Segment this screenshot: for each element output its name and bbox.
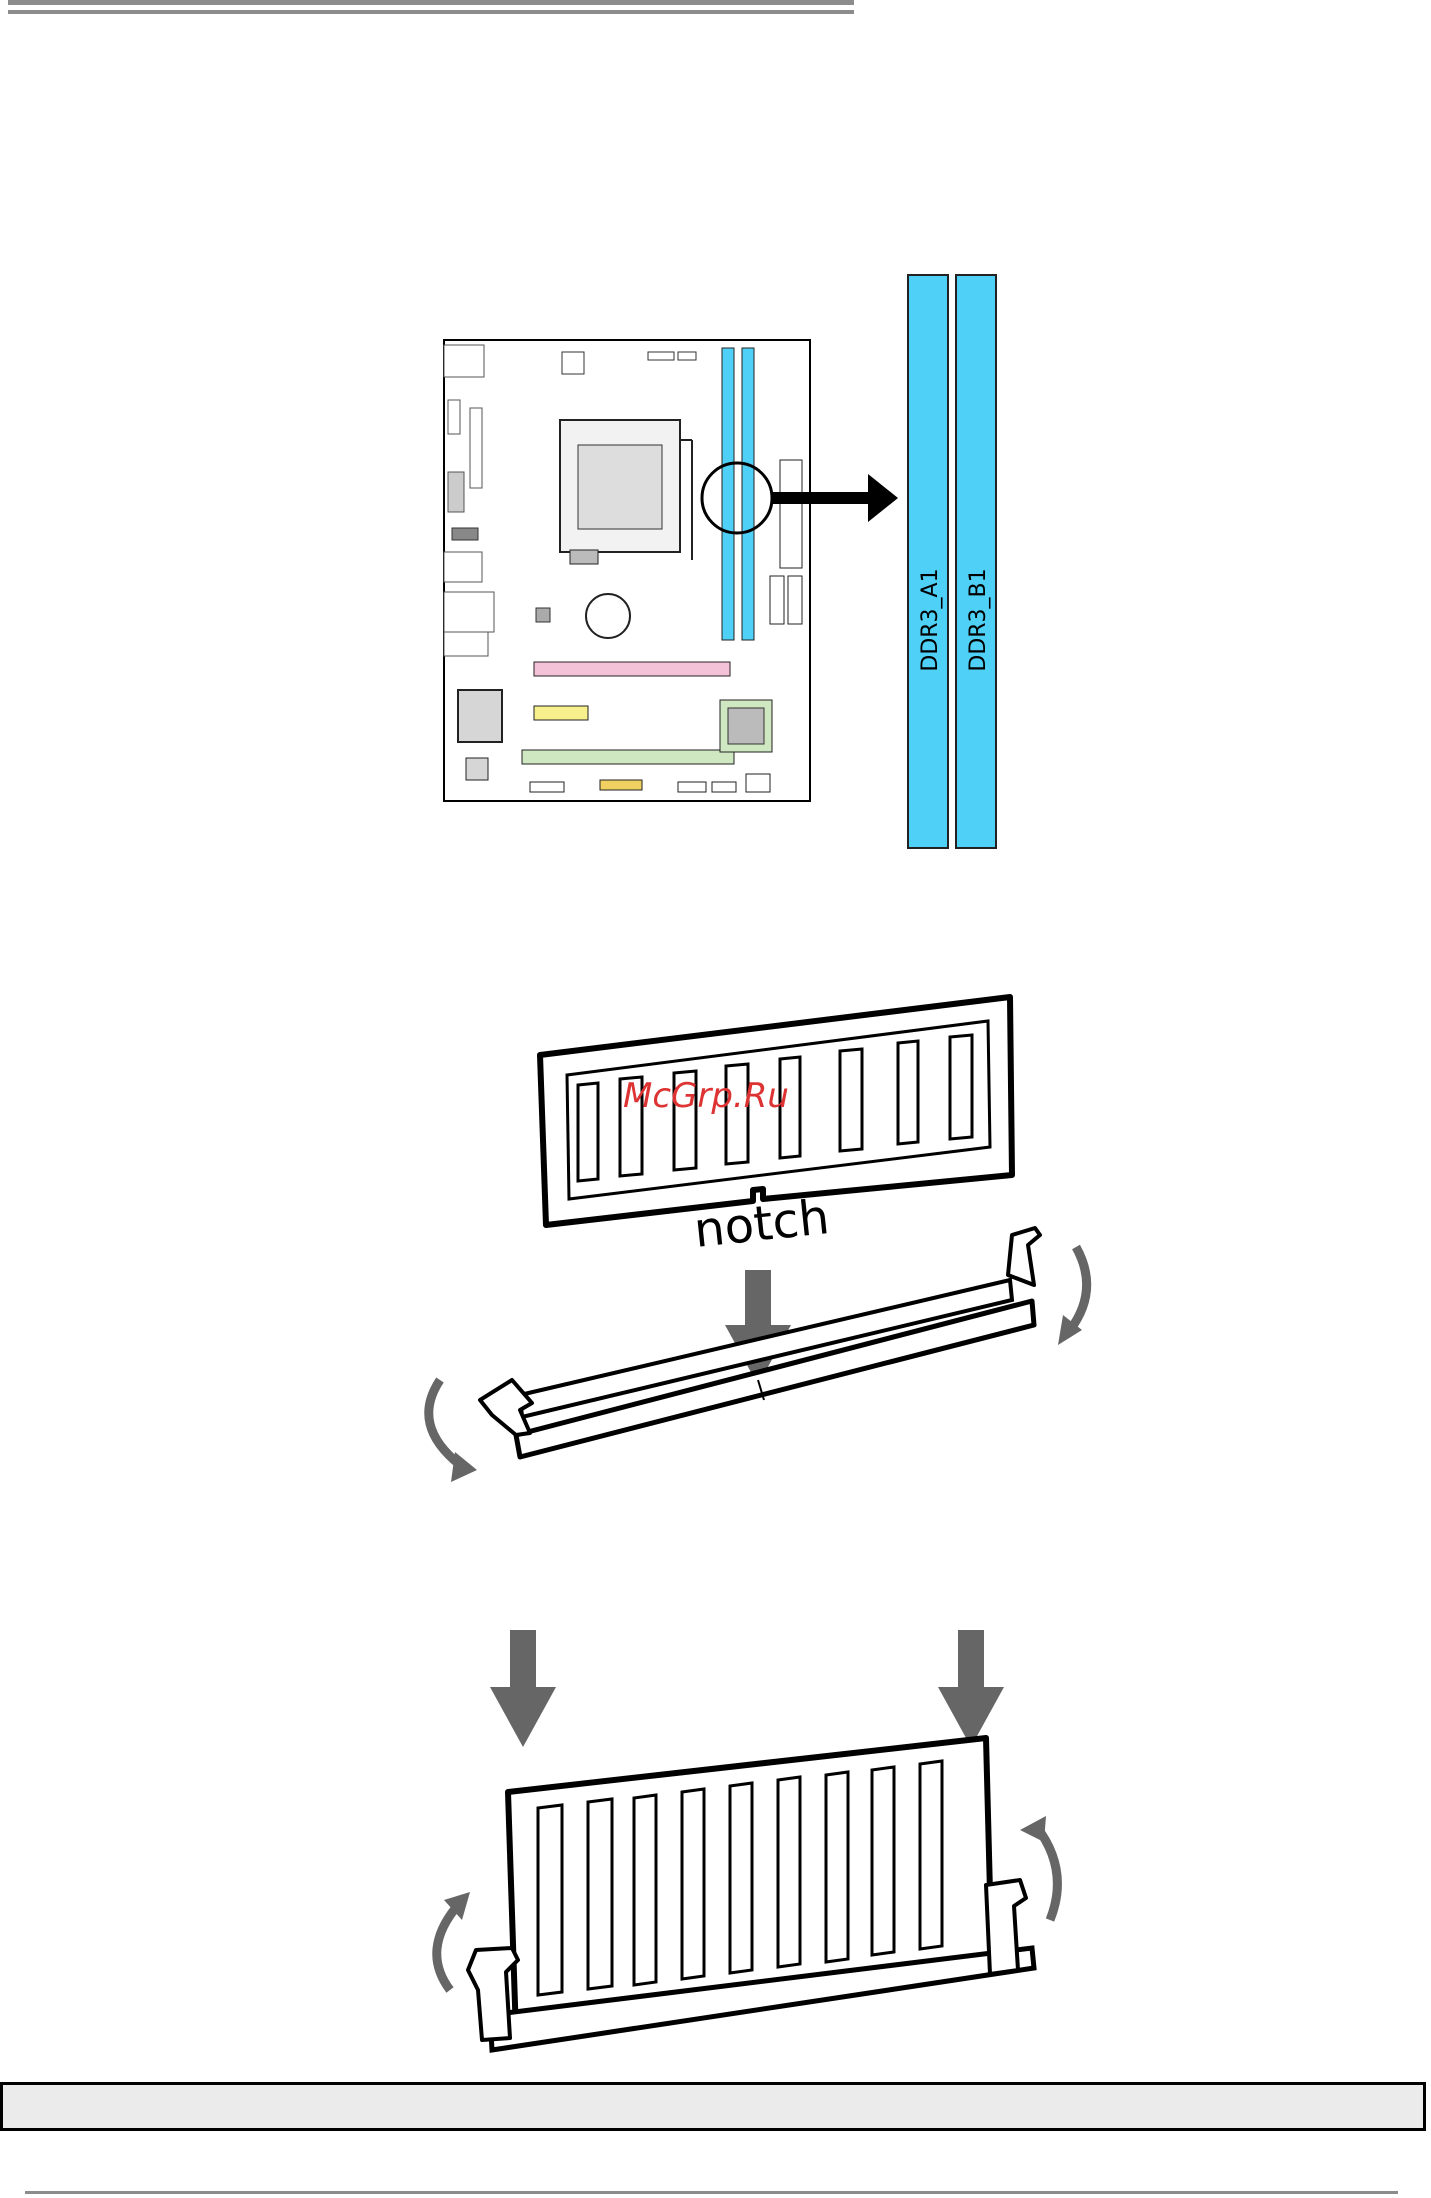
footer-rule [25,2191,1398,2194]
slot-b-label: DDR3_B1 [966,568,991,671]
dimm-slot-b1 [956,275,996,848]
left-down-arrow [490,1630,556,1747]
right-down-arrow [938,1630,1004,1747]
watermark: McGrp.Ru [623,1076,789,1116]
note-box [0,2082,1426,2131]
dimm-socket [516,1280,1034,1457]
left-locked-clip [437,1892,518,2040]
left-clip [429,1380,532,1482]
header-rule [8,0,854,16]
slot-a-label: DDR3_A1 [918,568,943,671]
dimm-slot-a1 [908,275,948,848]
dimm-seat-diagram [420,1630,1120,2080]
dimm-insert-diagram: McGrp.Ru notch [420,985,1120,1505]
motherboard-dimm-diagram: DDR3_A1 DDR3_B1 [430,260,1030,860]
cpu-socket [560,420,692,564]
